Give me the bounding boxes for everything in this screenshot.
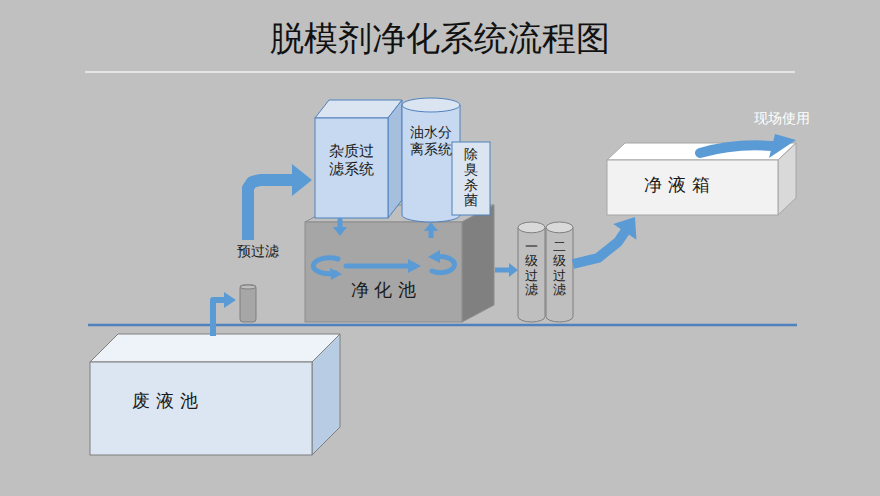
arrow-head	[333, 227, 347, 236]
use-arrow-head	[769, 134, 796, 158]
box-face	[452, 142, 490, 215]
arrow-shaft	[338, 218, 343, 228]
circulation-arrow-head	[408, 259, 421, 273]
arrow-head	[292, 164, 312, 196]
arrow-head	[613, 217, 636, 240]
box-side-face	[388, 100, 402, 218]
arrow-shaft	[248, 180, 293, 240]
purification-tank: 净 化 池	[305, 222, 462, 322]
ground-line	[88, 324, 797, 327]
flow-arrow	[573, 217, 636, 264]
cylinder-body	[402, 105, 460, 222]
box-front-face	[90, 362, 312, 455]
use-arrow	[700, 145, 772, 153]
diagram-title: 脱模剂净化系统流程图	[0, 16, 880, 60]
flow-arrow	[495, 263, 518, 277]
node-label: 油水分离系统	[408, 124, 454, 158]
flow-arrow	[248, 164, 312, 240]
node-label: 除臭杀菌	[464, 147, 478, 209]
loop-arrow-left	[313, 258, 338, 274]
clean-tank: 净 液 箱	[607, 160, 778, 215]
arrow-head	[224, 292, 236, 308]
arrow-shaft	[213, 300, 225, 336]
box-top-face	[90, 334, 340, 362]
impurity-filter: 杂质过滤系统	[315, 118, 388, 218]
loop-arrow-right	[432, 257, 454, 273]
node-label: 净 化 池	[323, 279, 444, 301]
circulation-arrow	[346, 264, 408, 269]
box-top-face	[315, 100, 402, 118]
arrow-head	[509, 263, 518, 277]
cylinder-body	[240, 285, 256, 322]
arrow-shaft	[429, 230, 434, 238]
pre-filter: 预过滤	[236, 243, 280, 322]
deodorize-sterilize: 除臭杀菌	[452, 142, 490, 215]
circulation-arrows	[313, 257, 454, 274]
box-side-face	[778, 143, 796, 215]
cylinder-top	[518, 222, 545, 233]
cylinder-top	[546, 222, 573, 233]
box-side-face	[462, 205, 494, 322]
node-label: 杂质过滤系统	[327, 142, 376, 178]
arrow-head	[424, 222, 438, 231]
node-label: 一级过滤	[525, 240, 538, 297]
node-label: 净 液 箱	[627, 174, 727, 196]
primary-filter: 一级过滤	[518, 222, 545, 322]
cylinder-top	[240, 285, 256, 289]
box-front-face	[315, 118, 388, 218]
cylinder-body	[546, 227, 573, 322]
node-label: 二级过滤	[553, 240, 566, 297]
oil-water-separator-shape	[402, 98, 460, 222]
box-top-face	[607, 143, 796, 160]
usage-label: 现场使用	[754, 110, 810, 128]
arrow-shaft	[573, 231, 625, 264]
oil-water-separator: 油水分离系统	[402, 98, 460, 222]
cylinder-body	[518, 227, 545, 322]
title-underline	[85, 71, 795, 73]
flow-arrow	[213, 292, 236, 336]
purification-tank-shape	[305, 222, 462, 322]
box-side-face	[312, 334, 340, 455]
arrow-shaft	[495, 268, 510, 273]
box-front-face	[607, 160, 778, 215]
node-label: 废 液 池	[110, 390, 220, 412]
node-label: 预过滤	[236, 243, 280, 260]
loop-arrow-head	[428, 250, 440, 263]
box-front-face	[305, 222, 462, 322]
flow-arrow	[333, 218, 347, 236]
cylinder-top	[402, 98, 460, 112]
waste-tank-shape	[90, 362, 312, 455]
loop-arrow-head	[330, 268, 342, 280]
flow-arrow	[424, 222, 438, 238]
waste-tank: 废 液 池	[90, 362, 312, 455]
secondary-filter: 二级过滤	[546, 222, 573, 322]
